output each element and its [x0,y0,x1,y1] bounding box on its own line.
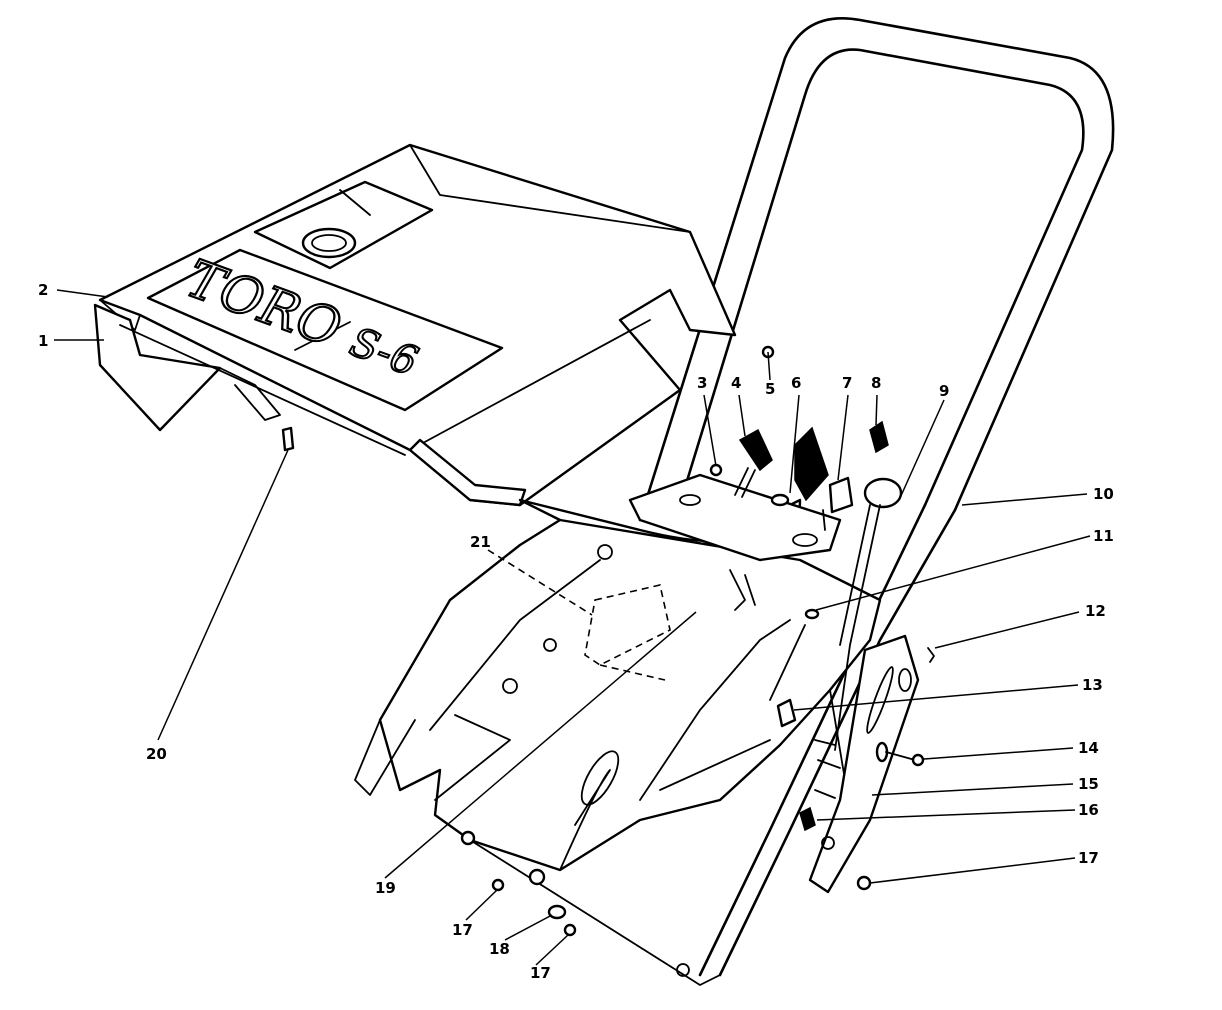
callout-17-left: 17 [452,921,473,939]
callout-17-right: 17 [1078,849,1099,867]
callout-10: 10 [1093,485,1114,503]
fasteners-and-controls [281,345,935,937]
callout-15: 15 [1078,775,1099,793]
callout-18: 18 [489,940,510,958]
callout-12: 12 [1085,602,1106,620]
callout-11: 11 [1093,527,1114,545]
callout-17-bottom: 17 [530,964,551,982]
callout-6: 6 [791,374,801,392]
leader-lines [54,289,1091,966]
callout-9: 9 [939,382,949,400]
callout-1: 1 [38,332,48,350]
frame-chassis [354,473,882,986]
handle-loop [638,17,1115,977]
callout-14: 14 [1078,739,1099,757]
engine-shroud: TORO S-6 [93,143,737,507]
callout-19: 19 [375,879,396,897]
callout-21: 21 [470,533,491,551]
callout-3: 3 [697,374,707,392]
callout-13: 13 [1082,676,1103,694]
callout-4: 4 [731,374,741,392]
callout-16: 16 [1078,801,1099,819]
callout-8: 8 [871,374,881,392]
callout-labels: 1 2 3 4 5 6 7 8 9 10 11 12 13 14 15 16 1… [38,281,1114,982]
callout-7: 7 [842,374,852,392]
callout-5: 5 [765,380,775,398]
callout-2: 2 [38,281,48,299]
callout-20: 20 [146,745,167,763]
